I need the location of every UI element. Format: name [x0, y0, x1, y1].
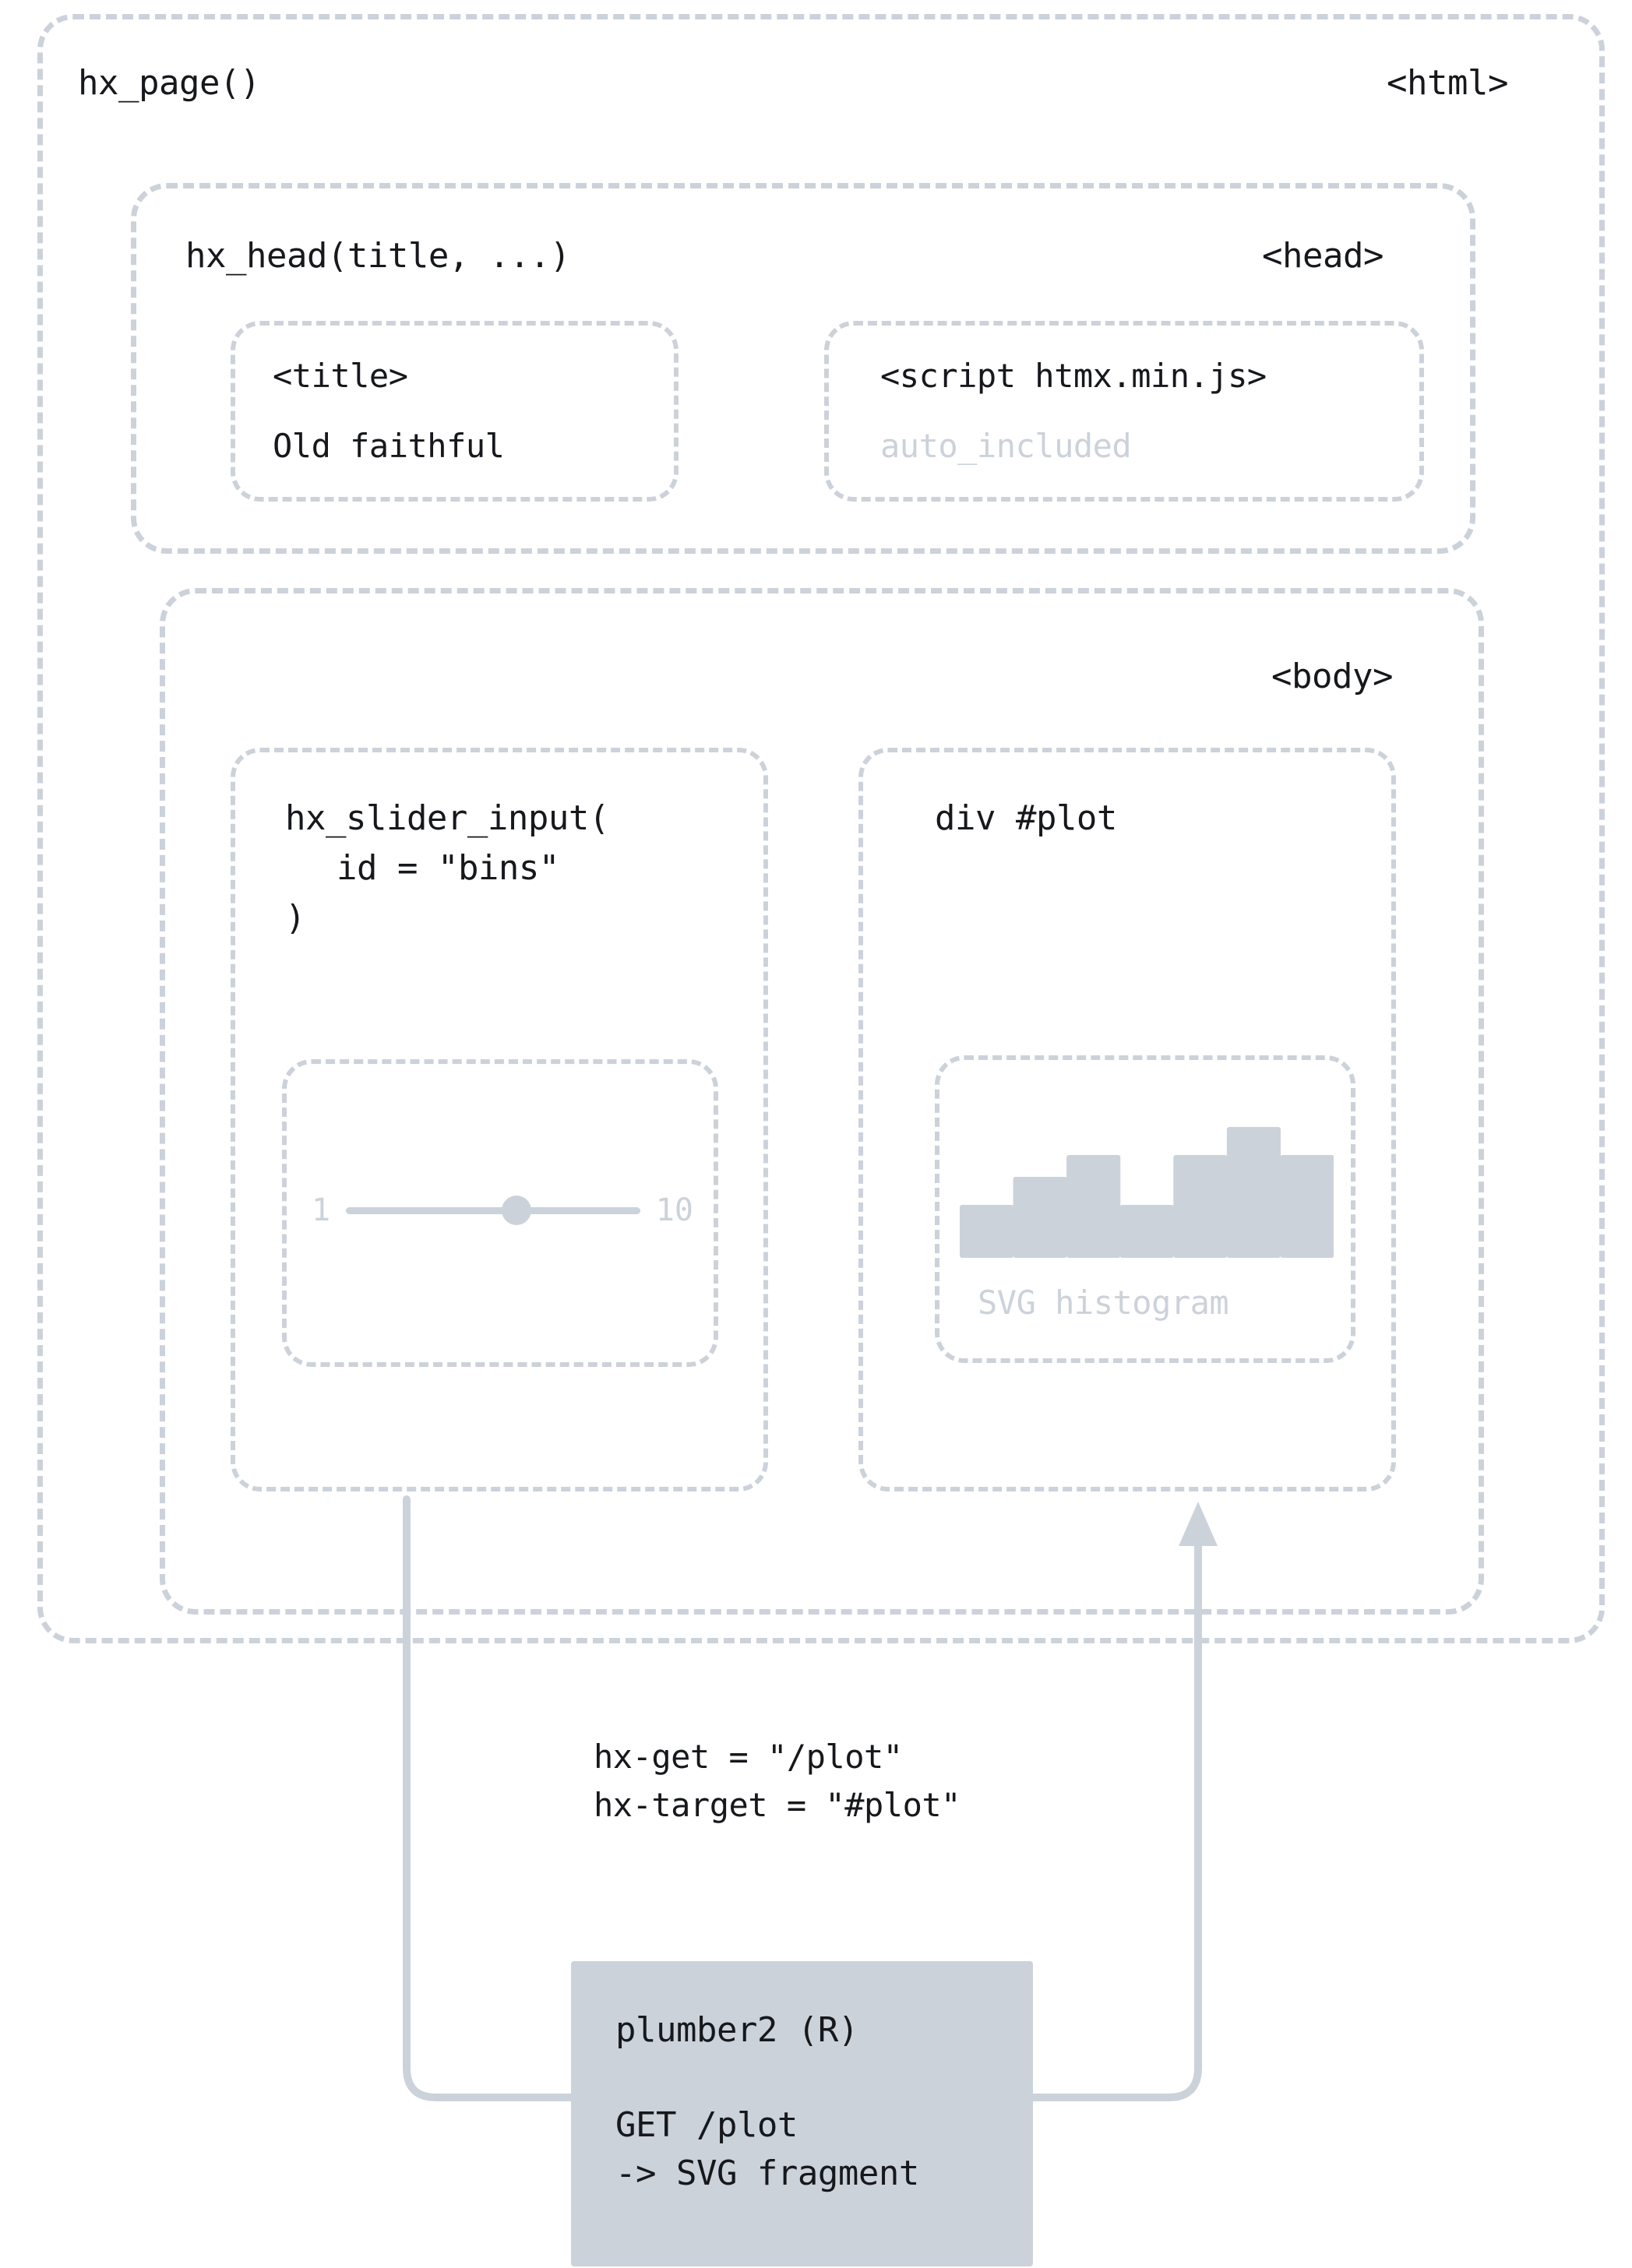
hx-slider-input-container	[231, 748, 768, 1491]
hx-target-annotation: hx-target = "#plot"	[594, 1786, 961, 1824]
range-slider[interactable]: 1 10	[312, 1187, 693, 1234]
script-node-container	[824, 321, 1424, 502]
histogram-bar	[1226, 1127, 1281, 1258]
body-tag-label: <body>	[1271, 657, 1393, 696]
plumber2-title: plumber2 (R)	[615, 2010, 858, 2050]
histogram-caption: SVG histogram	[978, 1284, 1229, 1322]
slider-min-label: 1	[312, 1192, 331, 1228]
head-tag-label: <head>	[1262, 236, 1383, 276]
title-node-container	[231, 321, 679, 502]
title-value: Old faithful	[273, 427, 505, 465]
histogram-bar	[1280, 1155, 1334, 1258]
hx-head-function-label: hx_head(title, ...)	[185, 236, 570, 276]
histogram-bar	[1013, 1177, 1067, 1258]
histogram-bar	[1066, 1155, 1121, 1258]
title-tag-label: <title>	[273, 357, 408, 395]
slider-call-line-2: id = "bins"	[337, 848, 559, 888]
script-auto-included-note: auto_included	[880, 427, 1132, 465]
histogram-bar	[1173, 1155, 1228, 1258]
hx-page-container	[37, 14, 1605, 1643]
script-tag-label: <script htmx.min.js>	[880, 357, 1267, 395]
plumber2-server-box	[571, 1961, 1033, 2266]
body-container	[160, 588, 1484, 1615]
hx-get-annotation: hx-get = "/plot"	[594, 1738, 903, 1776]
slider-call-line-1: hx_slider_input(	[285, 798, 609, 838]
histogram-bar	[960, 1205, 1014, 1258]
plumber2-request-line: GET /plot	[615, 2105, 798, 2145]
html-tag-label: <html>	[1387, 63, 1508, 103]
slider-call-line-3: )	[285, 898, 306, 938]
slider-track[interactable]	[346, 1196, 640, 1225]
histogram-chart	[960, 1127, 1334, 1258]
slider-widget-container	[282, 1059, 718, 1367]
plumber2-response-line: -> SVG fragment	[615, 2154, 919, 2193]
div-plot-container	[858, 748, 1396, 1491]
div-plot-label: div #plot	[935, 798, 1117, 838]
hx-page-function-label: hx_page()	[78, 63, 260, 103]
slider-max-label: 10	[655, 1192, 693, 1228]
histogram-bar	[1119, 1205, 1174, 1258]
svg-histogram-container	[935, 1055, 1355, 1363]
slider-thumb[interactable]	[502, 1196, 532, 1225]
hx-head-container	[131, 183, 1475, 554]
